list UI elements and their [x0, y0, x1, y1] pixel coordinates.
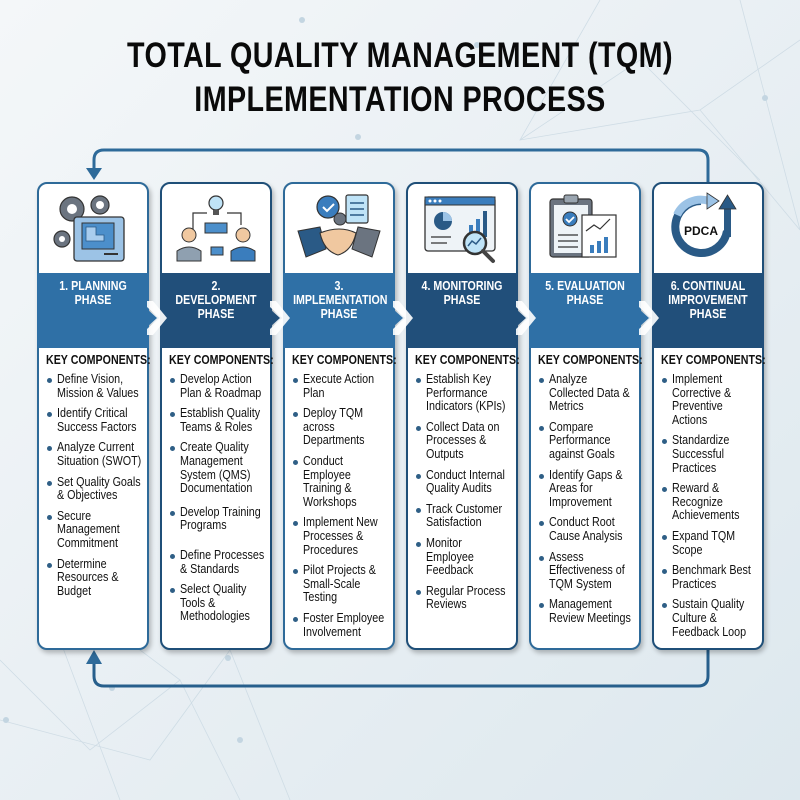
list-item: Deploy TQM across Departments	[292, 406, 387, 448]
phase-title: 4. MONITORING PHASE	[421, 278, 503, 307]
key-components-heading: KEY COMPONENTS:	[169, 352, 274, 367]
key-components-heading: KEY COMPONENTS:	[292, 352, 397, 367]
list-item: Expand TQM Scope	[661, 529, 756, 557]
list-item: Conduct Employee Training & Workshops	[292, 454, 387, 509]
list-item: Establish Key Performance Indicators (KP…	[415, 372, 510, 414]
key-components-heading: KEY COMPONENTS:	[538, 352, 643, 367]
list-item: Sustain Quality Culture & Feedback Loop	[661, 598, 756, 639]
phase-title: 1. PLANNING PHASE	[59, 278, 127, 307]
phase-card-planning: 1. PLANNING PHASE KEY COMPONENTS: Define…	[37, 182, 167, 650]
list-item: Define Processes & Standards	[169, 548, 264, 576]
phase-card-monitoring: 4. MONITORING PHASE KEY COMPONENTS: Esta…	[406, 182, 536, 650]
phase-card-evaluation: 5. EVALUATION PHASE KEY COMPONENTS: Anal…	[529, 182, 659, 650]
phase-title: 5. EVALUATION PHASE	[545, 278, 625, 307]
phase-card-development: 2. DEVELOPMENT PHASE KEY COMPONENTS: Dev…	[160, 182, 290, 650]
list-item: Track Customer Satisfaction	[415, 502, 510, 530]
list-item: Foster Employee Involvement	[292, 611, 387, 639]
title-line-2: IMPLEMENTATION PROCESS	[194, 80, 606, 119]
list-item: Regular Process Reviews	[415, 584, 510, 612]
components-list: Execute Action Plan Deploy TQM across De…	[292, 372, 387, 639]
chevron-arrow-icon	[639, 301, 659, 335]
list-item: Conduct Internal Quality Audits	[415, 468, 510, 496]
chevron-arrow-icon	[147, 301, 167, 335]
page-title: TOTAL QUALITY MANAGEMENT (TQM) IMPLEMENT…	[72, 34, 728, 122]
list-item: Assess Effectiveness of TQM System	[538, 550, 633, 592]
title-line-1: TOTAL QUALITY MANAGEMENT (TQM)	[127, 36, 673, 75]
key-components-heading: KEY COMPONENTS:	[46, 352, 151, 367]
list-item: Create Quality Management System (QMS) D…	[169, 441, 264, 495]
list-item: Management Review Meetings	[538, 597, 633, 625]
list-item: Conduct Root Cause Analysis	[538, 515, 633, 543]
list-item: Analyze Current Situation (SWOT)	[46, 441, 141, 468]
components-list: Implement Corrective & Preventive Action…	[661, 372, 756, 639]
list-item: Select Quality Tools & Methodologies	[169, 582, 264, 624]
list-item: Identify Critical Success Factors	[46, 406, 141, 434]
list-item: Collect Data on Processes & Outputs	[415, 420, 510, 462]
phase-card-continual-improvement: PDCA 6. CONTINUAL IMPROVEMENT PHASE KEY …	[652, 182, 766, 650]
list-item: Establish Quality Teams & Roles	[169, 406, 264, 434]
list-item: Standardize Successful Practices	[661, 434, 756, 475]
list-item: Reward & Recognize Achievements	[661, 481, 756, 523]
list-item: Compare Performance against Goals	[538, 420, 633, 462]
list-item: Analyze Collected Data & Metrics	[538, 372, 633, 414]
pdca-label: PDCA	[684, 224, 718, 238]
list-item: Set Quality Goals & Objectives	[46, 475, 141, 503]
list-item: Develop Training Programs	[169, 505, 264, 533]
components-list: Establish Key Performance Indicators (KP…	[415, 372, 510, 612]
team-idea-flowchart-icon	[176, 195, 256, 262]
gears-blueprint-icon	[53, 195, 125, 262]
components-list: Develop Action Plan & Roadmap Establish …	[169, 372, 264, 624]
handshake-checklist-icon	[297, 194, 381, 258]
list-item: Monitor Employee Feedback	[415, 536, 510, 578]
list-item: Execute Action Plan	[292, 372, 387, 400]
list-item: Develop Action Plan & Roadmap	[169, 372, 264, 400]
phase-card-implementation: 3. IMPLEMENTATION PHASE KEY COMPONENTS: …	[283, 182, 413, 650]
chevron-arrow-icon	[270, 301, 290, 335]
key-components-heading: KEY COMPONENTS:	[661, 352, 766, 367]
components-list: Define Vision, Mission & Values Identify…	[46, 372, 141, 599]
list-item: Pilot Projects & Small-Scale Testing	[292, 563, 387, 605]
list-item: Identify Gaps & Areas for Improvement	[538, 468, 633, 510]
list-item: Define Vision, Mission & Values	[46, 372, 141, 400]
dashboard-magnifier-icon	[424, 196, 496, 263]
clipboard-chart-icon	[549, 194, 617, 258]
chevron-arrow-icon	[393, 301, 413, 335]
phase-title: 6. CONTINUAL IMPROVEMENT PHASE	[668, 278, 748, 321]
list-item: Implement New Processes & Procedures	[292, 516, 387, 557]
phase-title: 3. IMPLEMENTATION PHASE	[293, 278, 388, 321]
components-list: Analyze Collected Data & Metrics Compare…	[538, 372, 633, 626]
list-item: Determine Resources & Budget	[46, 557, 141, 599]
key-components-heading: KEY COMPONENTS:	[415, 352, 520, 367]
phase-title: 2. DEVELOPMENT PHASE	[175, 278, 257, 321]
list-item: Implement Corrective & Preventive Action…	[661, 372, 756, 427]
chevron-arrow-icon	[516, 301, 536, 335]
list-item: Benchmark Best Practices	[661, 563, 756, 591]
list-item: Secure Management Commitment	[46, 509, 141, 551]
pdca-cycle-icon: PDCA	[671, 192, 737, 257]
